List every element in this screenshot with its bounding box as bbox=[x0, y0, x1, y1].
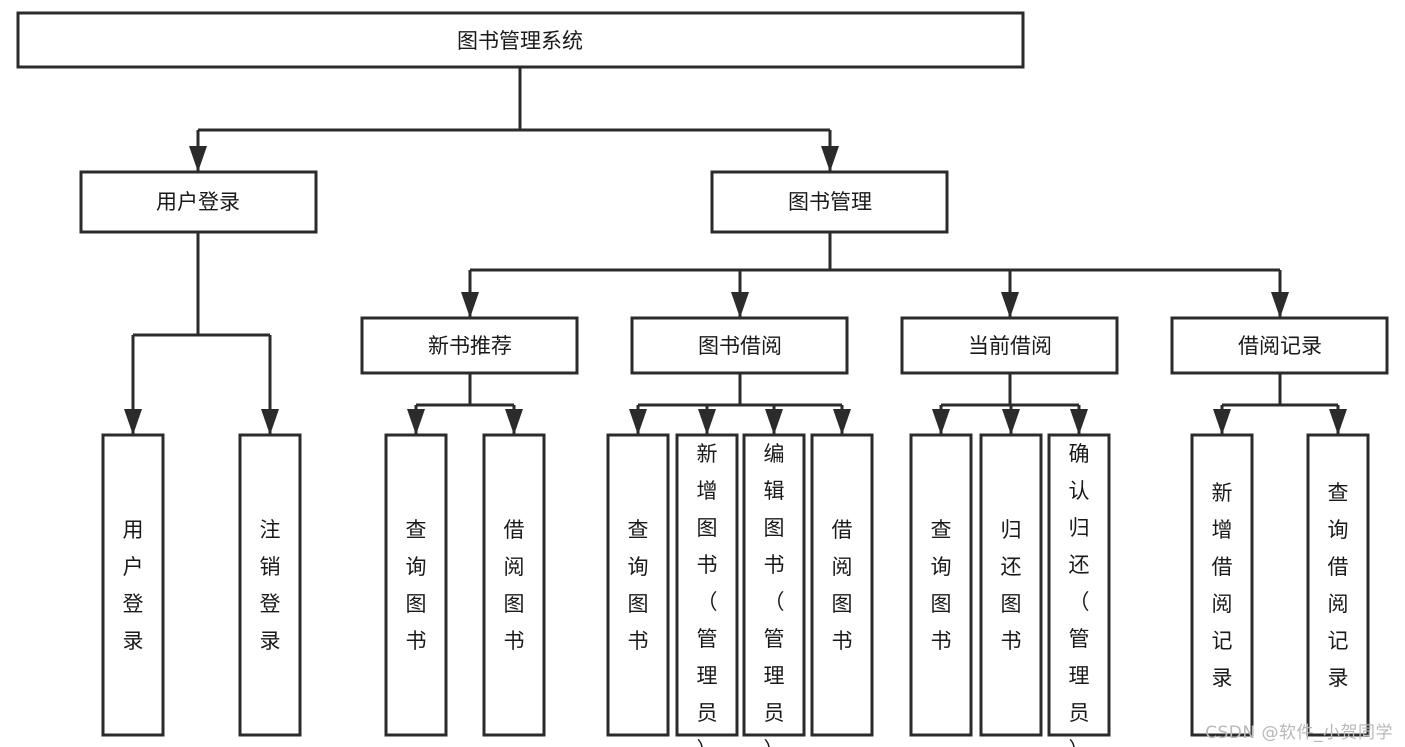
leaf-book-borrow-3-label: 编辑图书（管理员） bbox=[764, 442, 785, 747]
node-book-management-box[interactable] bbox=[710, 170, 949, 234]
connector-book-borrow-arrow-0 bbox=[629, 409, 647, 435]
connector-book-management-arrow-1 bbox=[731, 292, 749, 318]
connector-new-book-recommend-arrow-1 bbox=[505, 409, 523, 435]
connector-book-borrow-arrow-3 bbox=[833, 409, 851, 435]
node-book-management[interactable]: 图书管理 bbox=[710, 170, 949, 234]
leaf-current-borrow-3-box[interactable] bbox=[1047, 433, 1111, 737]
leaf-current-borrow-1-box[interactable] bbox=[909, 433, 973, 737]
node-current-borrow[interactable]: 当前借阅 bbox=[900, 316, 1119, 375]
connectors-layer bbox=[124, 67, 1347, 435]
leaf-current-borrow-3[interactable]: 确认归还（管理员） bbox=[1047, 433, 1111, 747]
leaf-book-borrow-4-box[interactable] bbox=[810, 433, 874, 737]
node-new-book-recommend[interactable]: 新书推荐 bbox=[360, 316, 579, 375]
connector-current-borrow-arrow-1 bbox=[1002, 409, 1020, 435]
leaf-book-borrow-3-box[interactable] bbox=[742, 433, 806, 737]
leaf-current-borrow-1-label: 查询图书 bbox=[931, 518, 952, 653]
node-current-borrow-label: 当前借阅 bbox=[968, 334, 1052, 358]
connector-borrow-record-arrow-1 bbox=[1329, 409, 1347, 435]
leaf-new-book-2[interactable]: 借阅图书 bbox=[482, 433, 546, 737]
leaf-new-book-1-label: 查询图书 bbox=[406, 518, 427, 653]
connector-book-borrow-arrow-1 bbox=[698, 409, 716, 435]
leaf-current-borrow-1[interactable]: 查询图书 bbox=[909, 433, 973, 737]
leaf-book-borrow-2-box[interactable] bbox=[675, 433, 739, 737]
node-user-login-label: 用户登录 bbox=[156, 190, 240, 214]
leaf-book-borrow-2[interactable]: 新增图书（管理员） bbox=[675, 433, 739, 747]
node-user-login-box[interactable] bbox=[79, 170, 318, 234]
leaf-current-borrow-3-label: 确认归还（管理员） bbox=[1069, 442, 1090, 747]
node-root-label: 图书管理系统 bbox=[457, 29, 583, 53]
node-borrow-record[interactable]: 借阅记录 bbox=[1170, 316, 1389, 375]
leaf-new-book-2-box[interactable] bbox=[482, 433, 546, 737]
leaf-current-borrow-2-box[interactable] bbox=[979, 433, 1043, 737]
node-user-login[interactable]: 用户登录 bbox=[79, 170, 318, 234]
node-current-borrow-box[interactable] bbox=[900, 316, 1119, 375]
leaf-new-book-2-label: 借阅图书 bbox=[504, 518, 525, 653]
leaf-user-login-2[interactable]: 注销登录 bbox=[238, 433, 302, 737]
node-book-borrow-box[interactable] bbox=[630, 316, 849, 375]
csdn-watermark: CSDN @软件_小贺同学 bbox=[1205, 723, 1393, 743]
leaf-current-borrow-2-label: 归还图书 bbox=[1001, 518, 1022, 653]
leaf-user-login-2-label: 注销登录 bbox=[260, 518, 281, 653]
node-book-management-label: 图书管理 bbox=[788, 190, 872, 214]
leaf-book-borrow-1-label: 查询图书 bbox=[628, 518, 649, 653]
leaf-new-book-1[interactable]: 查询图书 bbox=[384, 433, 448, 737]
connector-borrow-record-arrow-0 bbox=[1213, 409, 1231, 435]
leaf-borrow-record-2-box[interactable] bbox=[1306, 433, 1370, 737]
leaf-current-borrow-2[interactable]: 归还图书 bbox=[979, 433, 1043, 737]
node-new-book-recommend-label: 新书推荐 bbox=[428, 334, 512, 358]
node-book-borrow[interactable]: 图书借阅 bbox=[630, 316, 849, 375]
connector-current-borrow-arrow-2 bbox=[1070, 409, 1088, 435]
connector-book-management-arrow-0 bbox=[461, 292, 479, 318]
leaf-book-borrow-2-label: 新增图书（管理员） bbox=[697, 442, 718, 747]
node-root-box[interactable] bbox=[16, 11, 1025, 69]
leaf-new-book-1-box[interactable] bbox=[384, 433, 448, 737]
connector-book-management-arrow-3 bbox=[1271, 292, 1289, 318]
connector-root-arrow-0 bbox=[189, 146, 207, 172]
node-book-borrow-label: 图书借阅 bbox=[698, 334, 782, 358]
leaf-user-login-1-label: 用户登录 bbox=[123, 518, 144, 653]
leaf-borrow-record-1-label: 新增借阅记录 bbox=[1212, 481, 1233, 690]
connector-new-book-recommend-arrow-0 bbox=[407, 409, 425, 435]
leaf-borrow-record-2[interactable]: 查询借阅记录 bbox=[1306, 433, 1370, 737]
node-borrow-record-box[interactable] bbox=[1170, 316, 1389, 375]
leaf-book-borrow-4-label: 借阅图书 bbox=[832, 518, 853, 653]
leaf-book-borrow-1-box[interactable] bbox=[606, 433, 670, 737]
connector-user-login-arrow-0 bbox=[124, 409, 142, 435]
leaf-borrow-record-1[interactable]: 新增借阅记录 bbox=[1190, 433, 1254, 737]
connector-user-login-arrow-1 bbox=[261, 409, 279, 435]
leaf-user-login-2-box[interactable] bbox=[238, 433, 302, 737]
connector-root-arrow-1 bbox=[821, 146, 839, 172]
leaf-book-borrow-3[interactable]: 编辑图书（管理员） bbox=[742, 433, 806, 747]
leaf-user-login-1-box[interactable] bbox=[101, 433, 165, 737]
node-root[interactable]: 图书管理系统 bbox=[16, 11, 1025, 69]
leaf-book-borrow-4[interactable]: 借阅图书 bbox=[810, 433, 874, 737]
connector-book-borrow-arrow-2 bbox=[765, 409, 783, 435]
node-new-book-recommend-box[interactable] bbox=[360, 316, 579, 375]
leaf-book-borrow-1[interactable]: 查询图书 bbox=[606, 433, 670, 737]
node-borrow-record-label: 借阅记录 bbox=[1238, 334, 1322, 358]
connector-book-management-arrow-2 bbox=[1001, 292, 1019, 318]
connector-current-borrow-arrow-0 bbox=[932, 409, 950, 435]
leaf-user-login-1[interactable]: 用户登录 bbox=[101, 433, 165, 737]
leaf-borrow-record-1-box[interactable] bbox=[1190, 433, 1254, 737]
leaf-borrow-record-2-label: 查询借阅记录 bbox=[1328, 481, 1349, 690]
